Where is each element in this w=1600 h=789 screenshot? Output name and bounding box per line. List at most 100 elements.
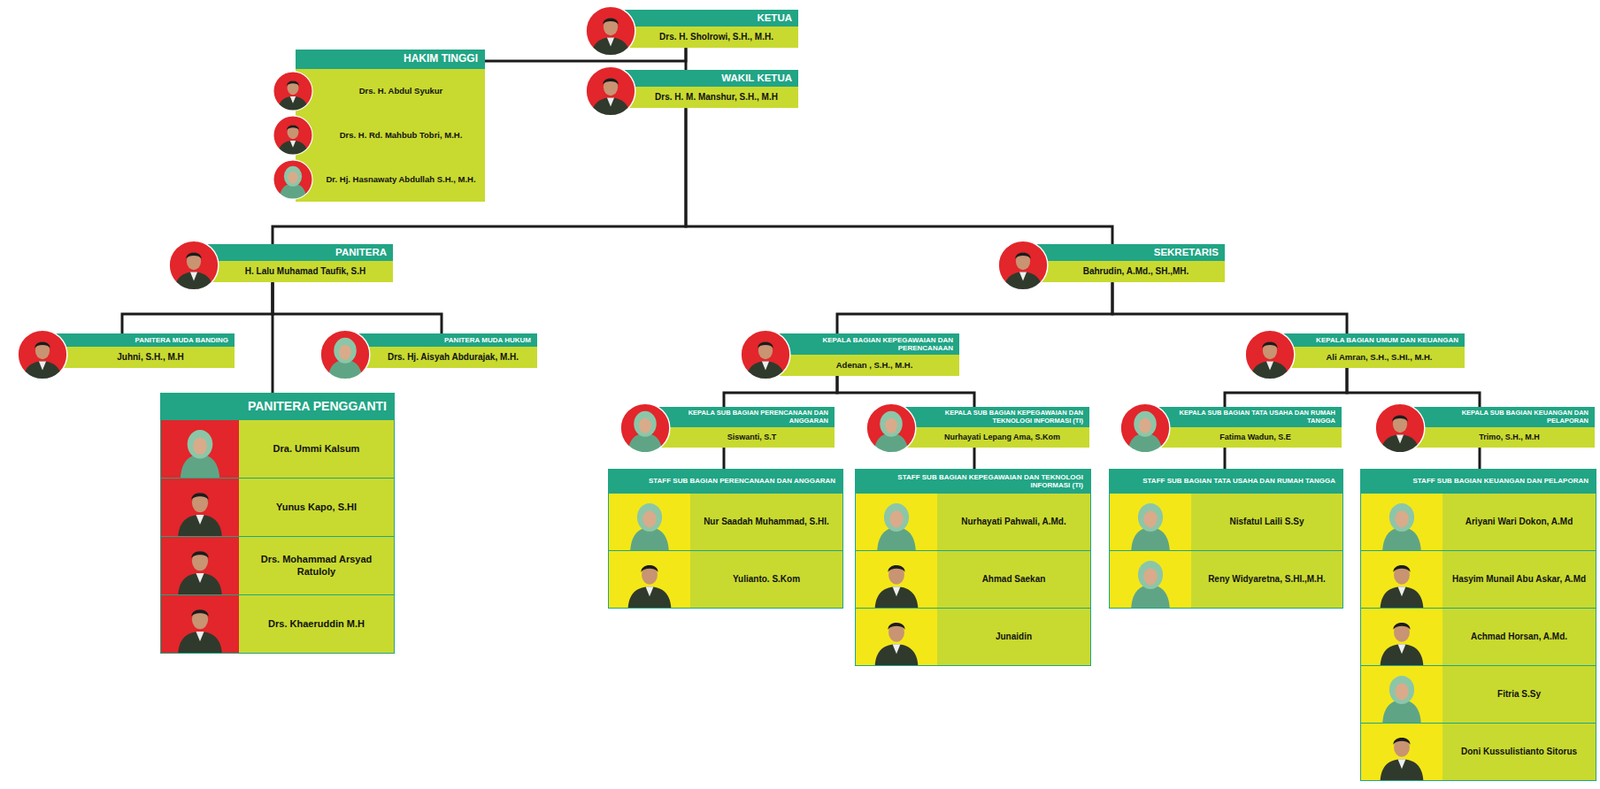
person-name: Achmad Horsan, A.Md.	[1446, 608, 1593, 666]
position-card: KEPALA SUB BAGIAN KEUANGAN DAN PELAPORAN…	[1400, 407, 1595, 448]
position-title: KEPALA BAGIAN KEPEGAWAIAN DAN PERENCANAA…	[766, 333, 960, 355]
person-row: Nisfatul Laili S.Sy	[1109, 492, 1343, 551]
staff-panel: STAFF SUB BAGIAN PERENCANAAN DAN ANGGARA…	[607, 469, 844, 609]
portrait	[1119, 402, 1171, 454]
position-title: PANITERA MUDA HUKUM	[346, 333, 538, 347]
position-card: WAKIL KETUADrs. H. M. Manshur, S.H., M.H	[611, 69, 799, 108]
person-row: Nurhayati Pahwali, A.Md.	[855, 492, 1091, 551]
position-card: KEPALA BAGIAN KEPEGAWAIAN DAN PERENCANAA…	[766, 333, 960, 377]
position-card: PANITERA MUDA BANDINGJuhni, S.H., M.H	[43, 333, 235, 369]
position-card: SEKRETARISBahrudin, A.Md., SH.,MH.	[1023, 244, 1225, 283]
connector	[271, 282, 275, 393]
person-row: Drs. Khaeruddin M.H	[161, 594, 394, 654]
person-name: Yunus Kapo, S.HI	[242, 478, 391, 537]
person-name: Juhni, S.H., M.H	[43, 346, 235, 369]
position-title: KEPALA BAGIAN UMUM DAN KEUANGAN	[1270, 333, 1465, 347]
person-row: Drs. H. Abdul Syukur	[265, 69, 485, 114]
connector	[685, 107, 1113, 245]
person-row: Hasyim Munail Abu Askar, A.Md	[1361, 550, 1596, 608]
connector	[272, 282, 442, 334]
person-name: Fitria S.Sy	[1446, 666, 1593, 724]
person-name: Drs. Mohammad Arsyad Ratuloly	[242, 537, 391, 595]
position-title: WAKIL KETUA	[611, 69, 799, 87]
person-row: Drs. H. Rd. Mahbub Tobri, M.H.	[265, 113, 485, 158]
portrait	[1361, 723, 1443, 781]
portrait	[584, 65, 637, 117]
position-card: KEPALA SUB BAGIAN TATA USAHA DAN RUMAH T…	[1146, 407, 1342, 448]
portrait	[1361, 666, 1443, 724]
person-name: Ahmad Saekan	[940, 551, 1087, 608]
portrait	[319, 329, 371, 381]
portrait	[1109, 551, 1192, 608]
position-card: KETUADrs. H. Sholrowi, S.H., M.H.	[611, 9, 799, 48]
person-name: Trimo, S.H., M.H	[1400, 427, 1595, 448]
panel-title: STAFF SUB BAGIAN KEUANGAN DAN PELAPORAN	[1361, 469, 1596, 493]
connector	[723, 447, 726, 470]
person-name: Siswanti, S.T	[646, 427, 835, 448]
person-row: Yulianto. S.Kom	[608, 550, 843, 608]
person-name: Drs. Hj. Aisyah Abdurajak, M.H.	[346, 346, 538, 369]
portrait	[608, 551, 691, 608]
portrait	[855, 608, 938, 666]
person-name: Drs. H. Rd. Mahbub Tobri, M.H.	[320, 113, 482, 158]
position-title: SEKRETARIS	[1023, 244, 1225, 262]
portrait	[272, 159, 314, 200]
connector	[723, 376, 838, 408]
person-name: Junaidin	[940, 608, 1087, 666]
panel-title: STAFF SUB BAGIAN KEPEGAWAIAN DAN TEKNOLO…	[855, 469, 1091, 493]
portrait	[1109, 493, 1192, 551]
portrait	[1244, 329, 1296, 381]
person-name: Reny Widyaretna, S.HI.,M.H.	[1194, 551, 1339, 608]
panel-title: STAFF SUB BAGIAN TATA USAHA DAN RUMAH TA…	[1109, 469, 1343, 493]
staff-panel: PANITERA PENGGANTIDra. Ummi KalsumYunus …	[160, 392, 395, 654]
panel-title: PANITERA PENGGANTI	[161, 393, 394, 420]
person-name: Yulianto. S.Kom	[693, 551, 839, 608]
position-card: KEPALA SUB BAGIAN PERENCANAAN DAN ANGGAR…	[646, 407, 835, 448]
portrait	[1361, 493, 1443, 551]
connector	[484, 47, 686, 62]
connector	[837, 376, 975, 408]
staff-panel: STAFF SUB BAGIAN KEUANGAN DAN PELAPORANA…	[1360, 469, 1597, 782]
portrait	[272, 70, 314, 112]
portrait	[272, 115, 314, 156]
portrait	[739, 329, 792, 381]
person-name: Drs. H. Abdul Syukur	[320, 69, 482, 114]
portrait	[865, 402, 917, 454]
position-card: PANITERAH. Lalu Muhamad Taufik, S.H	[194, 244, 393, 283]
connector	[1112, 282, 1347, 334]
portrait	[161, 420, 239, 478]
portrait	[161, 595, 239, 654]
portrait	[168, 239, 220, 292]
panel-title: STAFF SUB BAGIAN PERENCANAAN DAN ANGGARA…	[608, 469, 843, 493]
person-row: Fitria S.Sy	[1361, 665, 1596, 724]
person-name: Fatima Wadun, S.E	[1146, 427, 1342, 448]
connector	[1223, 447, 1227, 470]
position-title: PANITERA	[194, 244, 393, 262]
portrait	[161, 537, 239, 595]
person-name: Nur Saadah Muhammad, S.HI.	[693, 493, 839, 551]
connector	[1478, 447, 1482, 470]
position-card: KEPALA BAGIAN UMUM DAN KEUANGANAli Amran…	[1270, 333, 1465, 369]
staff-panel: STAFF SUB BAGIAN TATA USAHA DAN RUMAH TA…	[1108, 469, 1344, 609]
person-row: Ahmad Saekan	[855, 550, 1091, 608]
portrait	[584, 5, 637, 57]
portrait	[608, 493, 691, 551]
person-name: Doni Kussulistianto Sitorus	[1446, 723, 1593, 781]
person-row: Dr. Hj. Hasnawaty Abdullah S.H., M.H.	[265, 157, 485, 202]
person-row: Ariyani Wari Dokon, A.Md	[1361, 492, 1596, 551]
person-row: Reny Widyaretna, S.HI.,M.H.	[1109, 550, 1343, 608]
person-row: Nur Saadah Muhammad, S.HI.	[608, 492, 843, 551]
person-name: Hasyim Munail Abu Askar, A.Md	[1446, 551, 1593, 608]
panel-title: HAKIM TINGGI	[295, 49, 485, 70]
portrait	[1361, 551, 1443, 608]
portrait	[855, 493, 938, 551]
connector	[1346, 368, 1480, 408]
person-name: Ariyani Wari Dokon, A.Md	[1446, 493, 1593, 551]
portrait	[1361, 608, 1443, 666]
position-card: KEPALA SUB BAGIAN KEPEGAWAIAN DAN TEKNOL…	[892, 407, 1090, 448]
position-title: KEPALA SUB BAGIAN KEUANGAN DAN PELAPORAN	[1400, 407, 1595, 428]
position-title: KEPALA SUB BAGIAN TATA USAHA DAN RUMAH T…	[1146, 407, 1342, 428]
person-row: Achmad Horsan, A.Md.	[1361, 607, 1596, 666]
staff-panel: HAKIM TINGGIDrs. H. Abdul SyukurDrs. H. …	[265, 49, 485, 202]
position-card: PANITERA MUDA HUKUMDrs. Hj. Aisyah Abdur…	[346, 333, 538, 369]
